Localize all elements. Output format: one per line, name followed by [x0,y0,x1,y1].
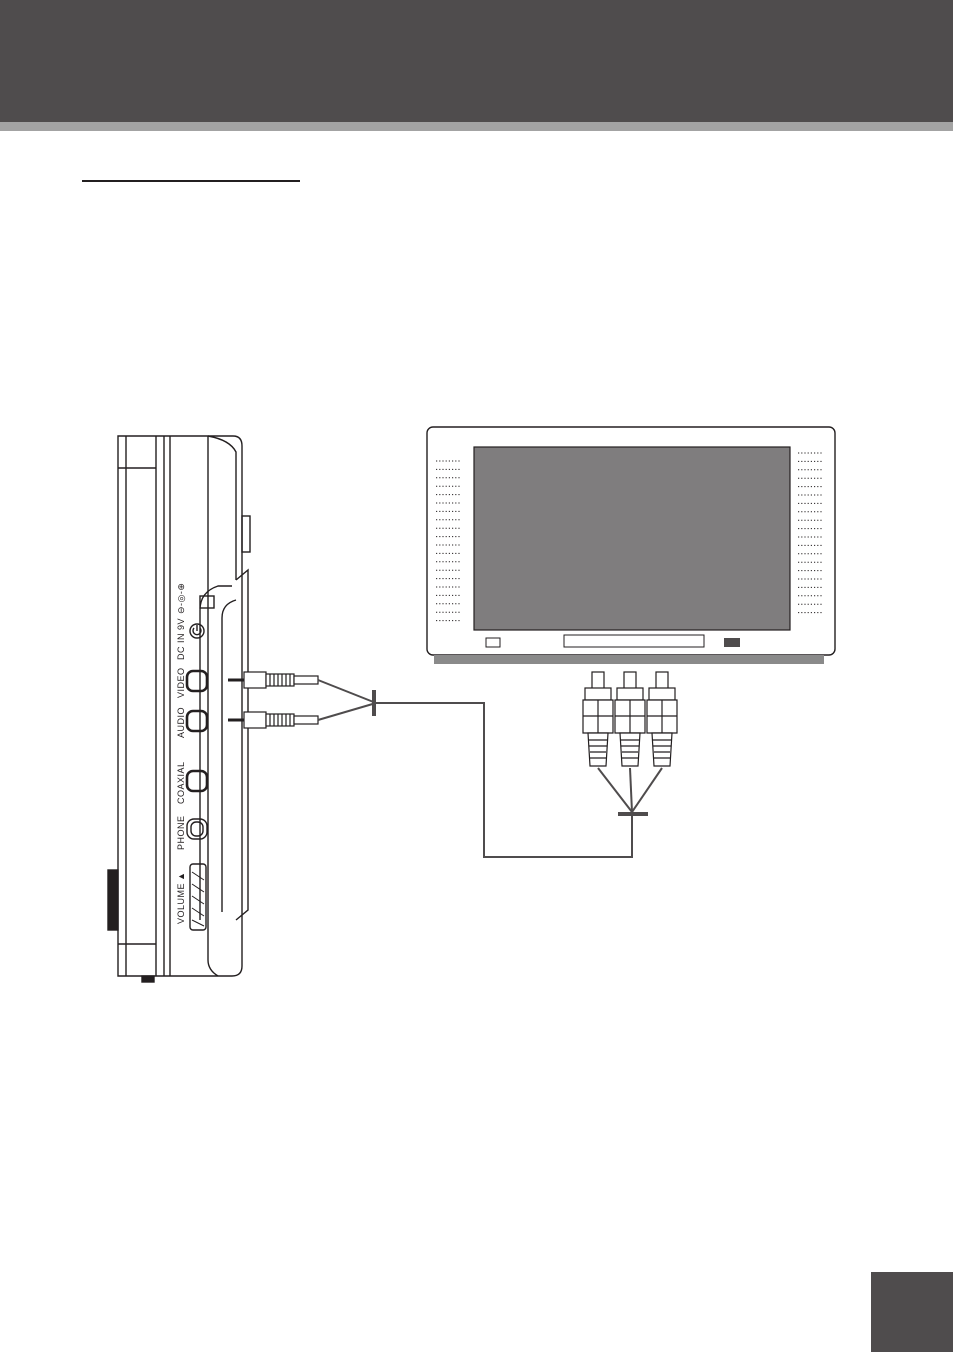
volume-up-icon: ▲ [176,872,186,881]
rca-plug-right [647,672,677,766]
jack-label-audio: AUDIO [176,707,186,738]
jack-label-phone: PHONE [176,815,186,850]
rca-plug-left [583,672,613,766]
television [427,427,835,664]
jack-label-volume: VOLUME [176,883,186,924]
tv-sensor [724,638,740,647]
rca-plug-center [615,672,645,766]
tv-control-strip [564,635,704,647]
dc-polarity-icon: ⊖-◎-⊕ [176,583,186,614]
page-tab [871,1272,953,1352]
tv-power-indicator [486,638,500,647]
jack-label-coaxial: COAXIAL [176,761,186,804]
jack-label-dc-in: DC IN 9V [176,618,186,660]
jack-label-video: VIDEO [176,667,186,698]
tv-screen [474,447,790,630]
tv-stand [434,655,824,664]
